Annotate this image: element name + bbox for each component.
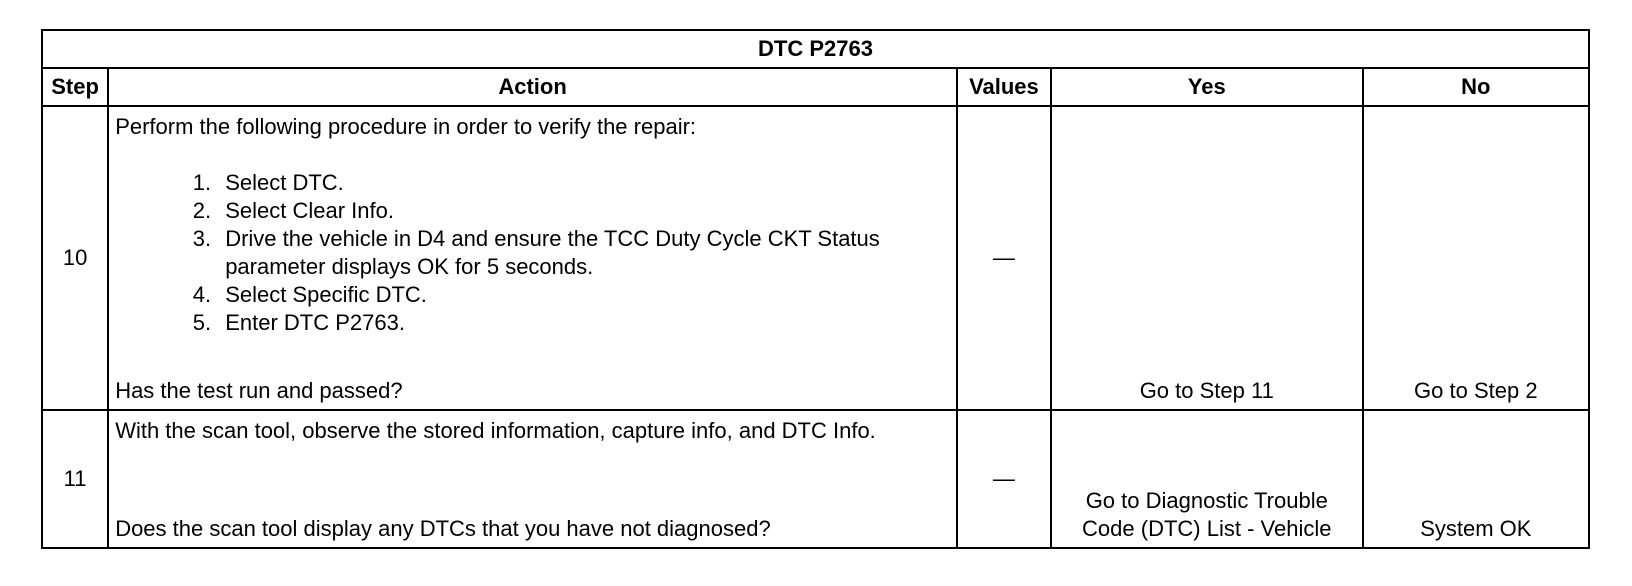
header-row: Step Action Values Yes No [40, 67, 1591, 107]
table-row: 10 Perform the following procedure in or… [40, 105, 1591, 411]
table-row: 11 With the scan tool, observe the store… [40, 409, 1591, 549]
procedure-step: Drive the vehicle in D4 and ensure the T… [217, 225, 950, 281]
action-question: Has the test run and passed? [115, 378, 403, 403]
yes-result: Go to Step 11 [1049, 105, 1364, 411]
step-number: 10 [40, 105, 110, 411]
values-cell: — [955, 409, 1052, 549]
action-content: Perform the following procedure in order… [115, 113, 950, 405]
procedure-step: Select DTC. [217, 169, 950, 197]
header-values: Values [955, 67, 1052, 107]
no-result: Go to Step 2 [1361, 105, 1591, 411]
procedure-step: Select Clear Info. [217, 197, 950, 225]
procedure-list: Select DTC. Select Clear Info. Drive the… [115, 169, 950, 337]
header-action: Action [107, 67, 958, 107]
title-row: DTC P2763 [41, 29, 1590, 69]
procedure-step: Select Specific DTC. [217, 281, 950, 309]
action-question: Does the scan tool display any DTCs that… [115, 516, 771, 541]
procedure-step: Enter DTC P2763. [217, 309, 950, 337]
header-step: Step [40, 67, 110, 107]
action-intro: Perform the following procedure in order… [115, 114, 697, 139]
yes-result: Go to Diagnostic Trouble Code (DTC) List… [1049, 409, 1364, 549]
values-cell: — [955, 105, 1052, 411]
no-result: System OK [1361, 409, 1591, 549]
action-cell: With the scan tool, observe the stored i… [107, 409, 958, 549]
action-cell: Perform the following procedure in order… [107, 105, 958, 411]
header-no: No [1361, 67, 1591, 107]
action-intro: With the scan tool, observe the stored i… [115, 418, 876, 443]
header-yes: Yes [1049, 67, 1364, 107]
action-content: With the scan tool, observe the stored i… [115, 417, 950, 543]
table-title: DTC P2763 [41, 29, 1590, 69]
step-number: 11 [40, 409, 110, 549]
dtc-procedure-table: DTC P2763 Step Action Values Yes No 10 P… [40, 29, 1591, 549]
